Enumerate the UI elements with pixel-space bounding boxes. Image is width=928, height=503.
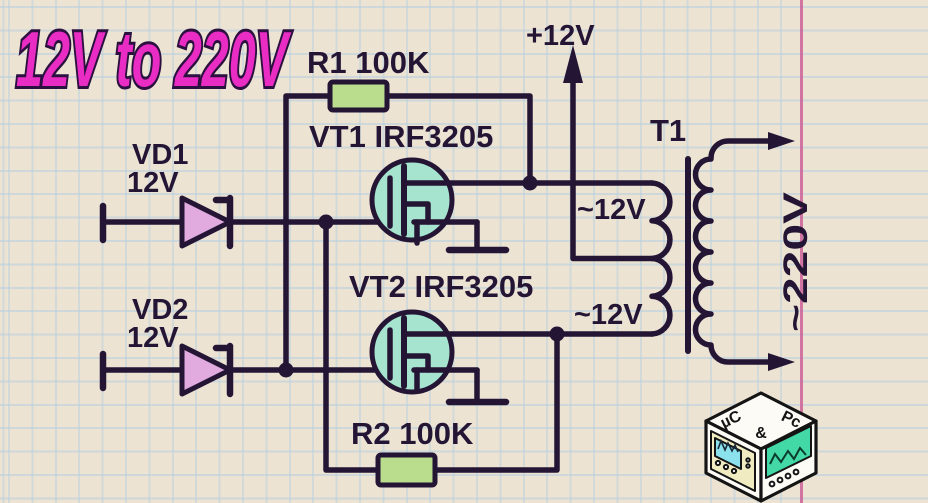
logo-right-knob — [784, 472, 792, 480]
vt2-body — [369, 309, 455, 395]
transformer-t1: T1 ~12V ~12V ~220V — [574, 113, 815, 371]
r2-body — [375, 452, 438, 488]
vd1-name-label: VD1 — [132, 139, 188, 171]
supply-wire — [570, 73, 655, 262]
r2-left-wire — [323, 219, 381, 473]
logo-right-knob — [792, 468, 800, 476]
r1-right-wire — [384, 93, 533, 186]
logo-left-led — [745, 457, 751, 463]
r1-body — [327, 79, 390, 113]
junction-vt2-gate — [278, 362, 294, 378]
resistor-r1: R1 100K — [283, 45, 533, 373]
logo-left-led — [745, 463, 751, 469]
vt1-label: VT1 IRF3205 — [309, 119, 493, 154]
output-arrow-bottom-icon — [768, 353, 795, 371]
paper-margin-line — [800, 0, 803, 503]
r1-label: R1 100K — [307, 45, 430, 80]
logo-left-knob — [730, 467, 738, 475]
t1-secondary-coil — [692, 138, 775, 365]
logo-right-knob — [776, 476, 784, 484]
supply-label: +12V — [526, 20, 595, 52]
mosfet-vt2: VT2 IRF3205 — [227, 269, 655, 406]
t1-primary-coil — [649, 180, 673, 337]
junction-vt1-drain — [522, 175, 538, 191]
vd1-value-label: 12V — [127, 167, 179, 199]
zener-vd2: VD2 12V — [99, 294, 234, 398]
vt2-label: VT2 IRF3205 — [349, 269, 533, 304]
logo-left-waveform — [717, 438, 739, 453]
t1-label: T1 — [650, 113, 686, 148]
logo-left-knob — [714, 459, 722, 467]
vd1-triangle — [179, 195, 233, 249]
logo-text-right: Pc — [778, 408, 803, 432]
logo-left-screen — [714, 437, 742, 470]
logo-text-amp: & — [755, 425, 767, 442]
output-arrow-top-icon — [768, 132, 795, 150]
t1-secondary-label: ~220V — [777, 192, 815, 332]
vt1-source-step — [401, 201, 431, 225]
r2-right-wire — [432, 331, 560, 473]
vd2-triangle — [179, 343, 233, 397]
r2-label: R2 100K — [351, 416, 474, 451]
logo-right-knob — [768, 480, 776, 488]
t1-primary-top-label: ~12V — [577, 194, 646, 226]
junction-vt2-drain — [549, 326, 565, 342]
junction-vt1-gate — [318, 214, 334, 230]
junction-dots — [278, 175, 565, 378]
r1-left-wire — [283, 93, 333, 373]
logo-left-knob — [722, 463, 730, 471]
mosfet-vt1: VT1 IRF3205 — [227, 119, 655, 254]
vt1-body — [369, 157, 455, 243]
t1-primary-bottom-label: ~12V — [574, 299, 643, 331]
logo-right-waveform — [769, 446, 807, 465]
page-title: 12V to 220V — [16, 15, 292, 103]
vd2-value-label: 12V — [127, 322, 179, 354]
supply-arrow-icon — [563, 45, 583, 83]
uc-pc-logo: µC & Pc — [704, 391, 818, 503]
resistor-r2: R2 100K — [323, 219, 560, 488]
vd2-name-label: VD2 — [132, 294, 188, 326]
supply-12v: +12V — [526, 20, 655, 262]
vt2-source-step — [401, 353, 431, 373]
zener-vd1: VD1 12V — [99, 139, 234, 250]
